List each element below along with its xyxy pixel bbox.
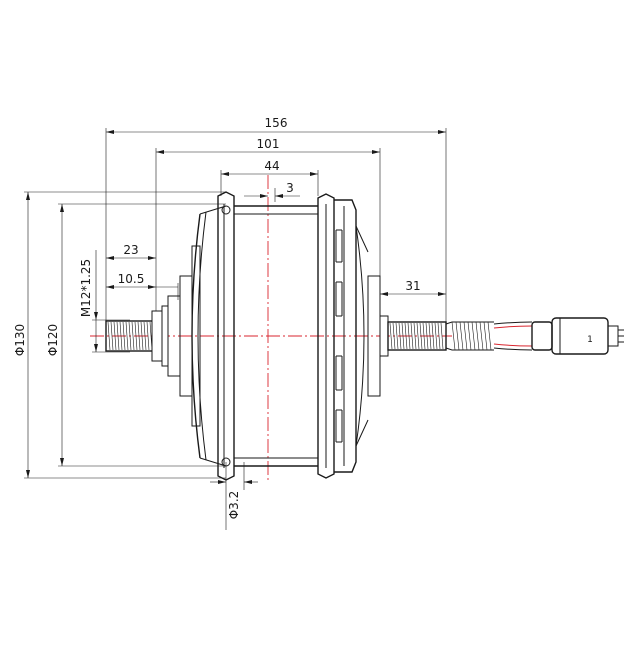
dim-flange-spacing: 44: [220, 159, 319, 196]
axle-thread-line: [113, 321, 117, 351]
axle-thread-line: [146, 321, 150, 351]
axle-thread-line: [122, 321, 126, 351]
axle-thread-line: [416, 322, 420, 350]
dim-130-label: Φ130: [13, 324, 27, 356]
axle-thread-line: [422, 322, 426, 350]
axle-thread-line: [116, 321, 120, 351]
axle-thread-line: [119, 321, 123, 351]
strain-relief-coil: [451, 321, 456, 351]
axle-thread-line: [110, 321, 114, 351]
dim-diameter-inner: Φ120: [46, 203, 226, 467]
axle-thread-line: [131, 321, 135, 351]
motor-shell: [191, 191, 369, 481]
axle-thread-line: [410, 322, 414, 350]
dim-hub-width: 101: [155, 137, 381, 320]
strain-relief-coil: [463, 321, 468, 351]
axle-thread-line: [419, 322, 423, 350]
axle-thread-line: [395, 322, 399, 350]
dim-120-label: Φ120: [46, 324, 60, 356]
axle-thread-line: [404, 322, 408, 350]
dim-thread-label: M12*1.25: [79, 259, 93, 317]
axle-thread-line: [134, 321, 138, 351]
dim-diameter-outer: Φ130: [13, 191, 226, 479]
axle-thread-line: [431, 322, 435, 350]
motor-cable: [445, 321, 533, 351]
axle-thread-line: [407, 322, 411, 350]
strain-relief-coil: [471, 321, 476, 351]
axle-thread-line: [125, 321, 129, 351]
strain-relief-coil: [467, 321, 472, 351]
dim-156-label: 156: [265, 116, 288, 130]
dim-axle-right: 31: [380, 279, 446, 296]
strain-relief-coil: [483, 321, 488, 351]
axle-thread-line: [437, 322, 441, 350]
dim-overall-width: 156: [105, 116, 447, 335]
axle-thread-line: [389, 322, 393, 350]
dim-23-label: 23: [123, 243, 138, 257]
strain-relief-coil: [479, 321, 484, 351]
axle-thread-line: [398, 322, 402, 350]
dim-101-label: 101: [257, 137, 280, 151]
dim-3-2-label: Φ3.2: [227, 491, 241, 520]
dim-spoke-hole: Φ3.2: [210, 462, 258, 530]
dim-thread: M12*1.25: [79, 250, 130, 353]
axle-thread-line: [392, 322, 396, 350]
axle-thread-line: [128, 321, 132, 351]
axle-thread-line: [137, 321, 141, 351]
dim-offset: 3: [244, 181, 300, 202]
axle-thread-line: [440, 322, 444, 350]
axle-thread-line: [428, 322, 432, 350]
axle-thread-line: [434, 322, 438, 350]
dim-31-label: 31: [405, 279, 420, 293]
connector-pin-label: 1: [587, 335, 593, 345]
dim-10-5-label: 10.5: [118, 272, 145, 286]
connector-plug: 1: [531, 317, 624, 355]
axle-thread-line: [143, 321, 147, 351]
axle-thread-line: [140, 321, 144, 351]
left-axle: [105, 305, 169, 367]
dim-axle-left: 23: [106, 243, 156, 260]
dim-3-label: 3: [286, 181, 294, 195]
axle-thread-line: [425, 322, 429, 350]
dim-44-label: 44: [264, 159, 279, 173]
axle-thread-line: [401, 322, 405, 350]
strain-relief-coil: [475, 321, 480, 351]
strain-relief-coil: [487, 321, 492, 351]
strain-relief-coil: [455, 321, 460, 351]
right-axle: [387, 321, 447, 351]
axle-thread-line: [413, 322, 417, 350]
dim-axle-shoulder: 10.5: [106, 272, 179, 300]
strain-relief-coil: [459, 321, 464, 351]
axle-thread-line: [107, 321, 111, 351]
